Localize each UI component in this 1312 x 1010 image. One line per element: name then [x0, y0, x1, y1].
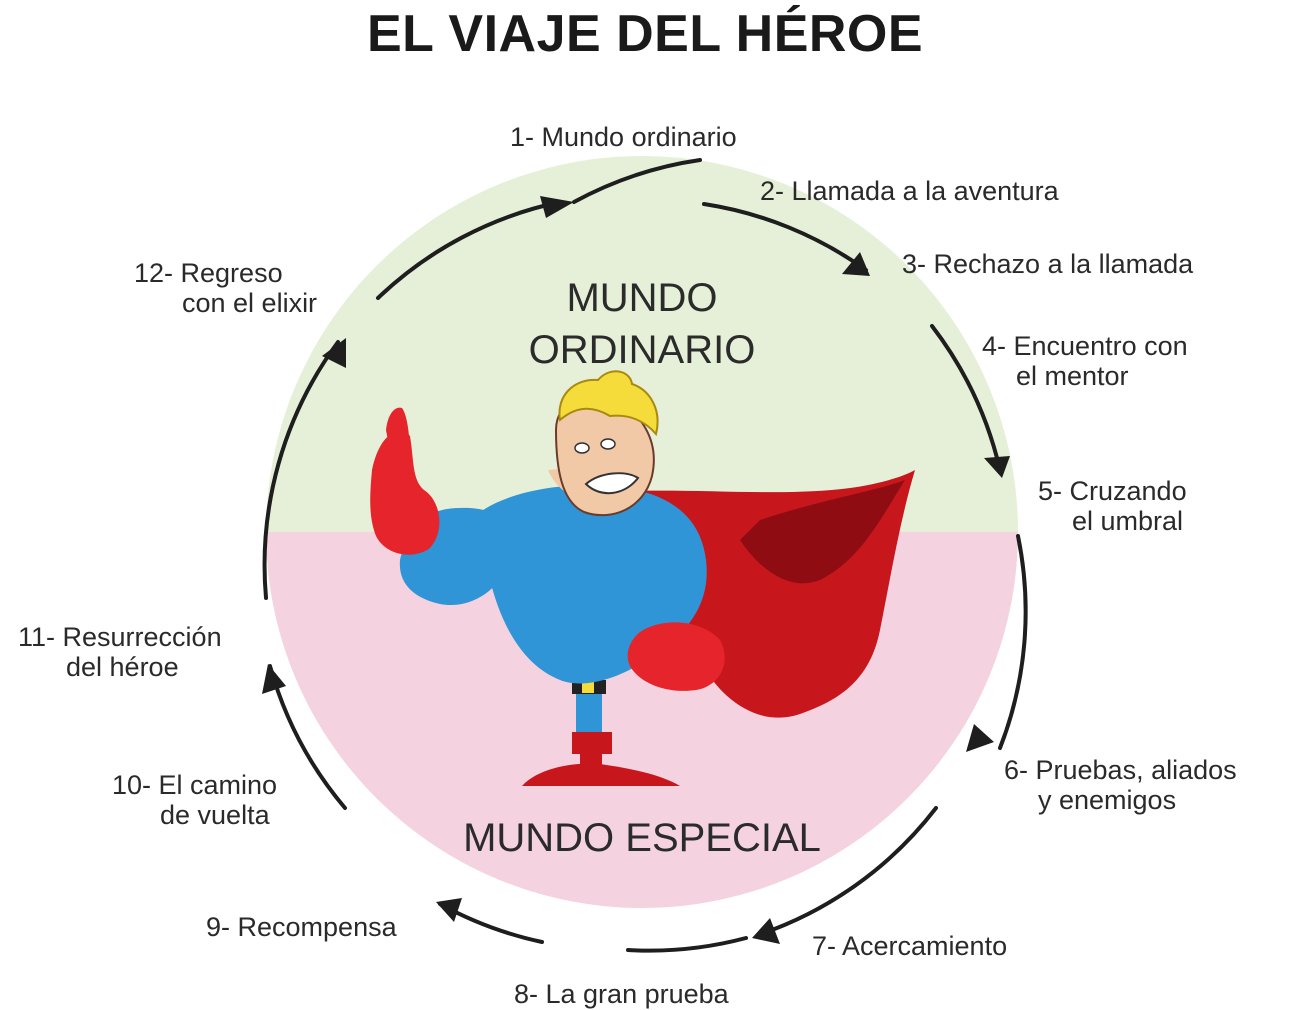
stage-label-11-line2: del héroe	[66, 652, 179, 682]
stage-label-5: 5- Cruzando el umbral	[1038, 476, 1187, 536]
stage-label-10: 10- El camino de vuelta	[112, 770, 277, 830]
stage-label-6: 6- Pruebas, aliados y enemigos	[1004, 755, 1237, 815]
hero-eye	[574, 442, 590, 454]
stage-label-6-line1: 6- Pruebas, aliados	[1004, 755, 1237, 785]
hero-eye	[600, 438, 616, 450]
stage-label-12-line2: con el elixir	[182, 288, 318, 318]
cycle-arc-3	[930, 324, 1002, 472]
stage-label-7-text: 7- Acercamiento	[812, 931, 1008, 961]
hero-cape-shadow	[740, 480, 905, 584]
arrow-icon	[842, 252, 870, 276]
hero-fist	[627, 622, 725, 691]
hero-smile	[584, 472, 640, 495]
page-title: EL VIAJE DEL HÉROE	[366, 5, 924, 63]
arrow-icon	[752, 918, 780, 944]
hero-hair	[558, 370, 659, 437]
superhero-icon	[370, 370, 915, 786]
stage-label-5-line1: 5- Cruzando	[1038, 476, 1187, 506]
stage-label-8: 8- La gran prueba	[514, 979, 729, 1009]
stage-label-12-line1: 12- Regreso	[134, 258, 283, 288]
stage-label-1-text: 1- Mundo ordinario	[510, 122, 737, 152]
hero-foot	[522, 763, 680, 786]
stage-label-2: 2- Llamada a la aventura	[760, 176, 1059, 206]
stage-label-7: 7- Acercamiento	[812, 931, 1007, 961]
ordinary-world-line2: ORDINARIO	[528, 328, 756, 372]
stage-label-5-line2: el umbral	[1072, 506, 1184, 536]
stage-label-3-text: 3- Rechazo a la llamada	[902, 249, 1194, 279]
cycle-arc-6	[626, 936, 748, 953]
stage-label-11: 11- Resurrección del héroe	[18, 622, 222, 682]
arrow-icon	[262, 664, 286, 694]
stage-label-4-line2: el mentor	[1016, 361, 1129, 391]
arrow-icon	[984, 456, 1010, 478]
stage-label-10-line1: 10- El camino	[112, 770, 278, 800]
stage-label-9-text: 9- Recompensa	[206, 912, 397, 942]
stage-label-6-line2: y enemigos	[1038, 785, 1177, 815]
ordinary-world-line1: MUNDO	[566, 276, 718, 320]
stage-label-9: 9- Recompensa	[206, 912, 397, 942]
hero-finger	[386, 407, 410, 462]
cycle-arc-5	[756, 806, 938, 937]
arrow-icon	[322, 338, 346, 368]
stage-label-8-text: 8- La gran prueba	[514, 979, 729, 1009]
cycle-arc-1	[572, 158, 702, 204]
stage-label-4: 4- Encuentro con el mentor	[982, 331, 1188, 391]
cycle-arc-10	[376, 200, 562, 300]
ordinary-world-label: MUNDO ORDINARIO	[490, 272, 794, 376]
cycle-arrows	[262, 196, 1010, 944]
special-world-label: MUNDO ESPECIAL	[463, 816, 821, 860]
cycle-arc-9	[262, 340, 340, 600]
stage-label-1: 1- Mundo ordinario	[510, 122, 737, 152]
stage-label-4-line1: 4- Encuentro con	[982, 331, 1188, 361]
cycle-arc-4	[998, 534, 1028, 750]
stage-label-3: 3- Rechazo a la llamada	[902, 249, 1193, 279]
stage-label-2-text: 2- Llamada a la aventura	[760, 176, 1059, 206]
stage-label-12: 12- Regreso con el elixir	[134, 258, 317, 318]
arrow-icon	[966, 724, 994, 752]
arrow-icon	[540, 196, 574, 218]
hero-leg	[576, 690, 602, 740]
hero-boot	[572, 732, 612, 754]
cycle-arc-2	[702, 202, 868, 272]
stage-label-10-line2: de vuelta	[160, 800, 270, 830]
hero-glove	[370, 431, 440, 555]
stage-label-11-line1: 11- Resurrección	[18, 622, 222, 652]
arrow-icon	[436, 898, 462, 922]
